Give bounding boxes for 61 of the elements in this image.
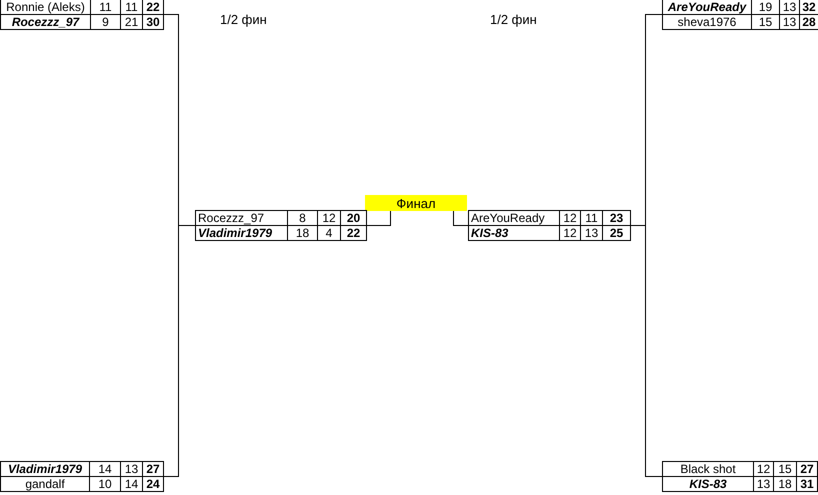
- player-name: Vladimir1979: [1, 462, 90, 477]
- game-score: 12: [560, 226, 581, 241]
- player-name: KIS-83: [469, 226, 560, 241]
- player-name: gandalf: [1, 477, 90, 492]
- bracket-connector: [366, 210, 391, 226]
- total-score: 27: [797, 462, 818, 477]
- player-name: sheva1976: [663, 15, 752, 30]
- game-score: 13: [780, 0, 800, 15]
- match-table: [468, 210, 631, 241]
- game-score: 12: [318, 211, 341, 226]
- game-score: 12: [560, 211, 581, 226]
- game-score: 9: [91, 15, 121, 30]
- game-score: 13: [780, 15, 800, 30]
- player-name: Rocezzz_97: [196, 211, 288, 226]
- player-name: Vladimir1979: [196, 226, 288, 241]
- match-table: [662, 0, 818, 30]
- total-score: 20: [341, 211, 367, 226]
- total-score: 27: [143, 462, 164, 477]
- game-score: 12: [754, 462, 774, 477]
- game-score: 13: [581, 226, 603, 241]
- total-score: 25: [603, 226, 631, 241]
- total-score: 24: [143, 477, 164, 492]
- game-score: 8: [288, 211, 318, 226]
- player-name: Rocezzz_97: [1, 15, 91, 30]
- game-score: 11: [91, 0, 121, 15]
- total-score: 22: [341, 226, 367, 241]
- round-title-banner: Финал: [365, 195, 467, 211]
- bracket-connector: [630, 225, 662, 477]
- player-name: AreYouReady: [663, 0, 752, 15]
- round-heading: 1/2 фин: [220, 12, 267, 27]
- game-score: 18: [774, 477, 797, 492]
- player-name: Black shot: [663, 462, 754, 477]
- game-score: 19: [752, 0, 780, 15]
- game-score: 21: [121, 15, 143, 30]
- game-score: 11: [121, 0, 143, 15]
- game-score: 15: [752, 15, 780, 30]
- match-table: [195, 210, 367, 241]
- bracket-connector: [164, 225, 196, 477]
- game-score: 18: [288, 226, 318, 241]
- total-score: 30: [143, 15, 164, 30]
- match-table: [662, 461, 818, 492]
- player-name: KIS-83: [663, 477, 754, 492]
- match-table: [0, 461, 164, 492]
- total-score: 22: [143, 0, 164, 15]
- game-score: 11: [581, 211, 603, 226]
- game-score: 4: [318, 226, 341, 241]
- player-name: Ronnie (Aleks): [1, 0, 91, 15]
- game-score: 14: [90, 462, 121, 477]
- total-score: 32: [800, 0, 818, 15]
- game-score: 10: [90, 477, 121, 492]
- match-table: [0, 0, 164, 30]
- round-heading: 1/2 фин: [490, 12, 537, 27]
- player-name: AreYouReady: [469, 211, 560, 226]
- bracket-connector: [453, 210, 468, 226]
- game-score: 15: [774, 462, 797, 477]
- total-score: 31: [797, 477, 818, 492]
- game-score: 14: [121, 477, 143, 492]
- total-score: 28: [800, 15, 818, 30]
- game-score: 13: [121, 462, 143, 477]
- game-score: 13: [754, 477, 774, 492]
- total-score: 23: [603, 211, 631, 226]
